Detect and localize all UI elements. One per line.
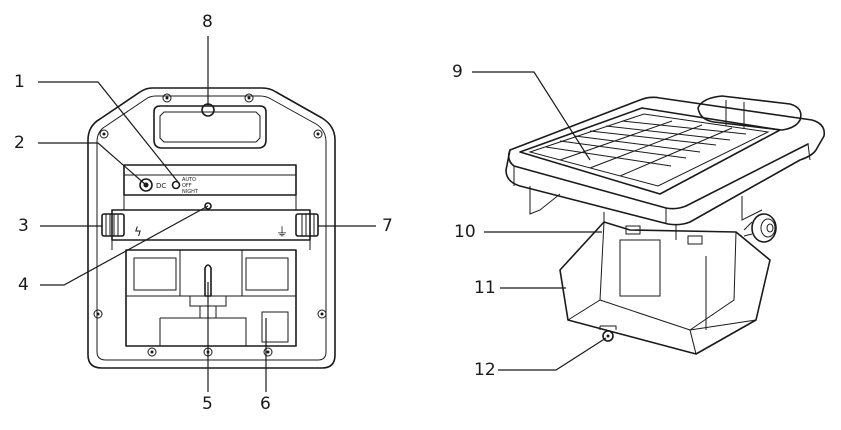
callout-11: 11 [474,278,496,298]
callout-12: 12 [474,360,496,380]
switch-night-label: NIGHT [182,189,199,195]
top-housing [505,96,826,226]
lightning-symbol-icon: ϟ [134,225,142,239]
solar-panel [519,107,781,195]
dc-socket-icon [139,178,153,192]
carry-handle [153,105,267,149]
callout-5: 5 [202,394,213,414]
switch-auto-label: AUTO [182,177,196,183]
switch-off-label: OFF [182,183,192,189]
ground-terminal-knob [295,213,319,237]
bottom-screw-icon [599,325,617,342]
callout-10: 10 [454,222,476,242]
solar-unit-view [505,95,826,355]
back-view: DC AUTO OFF NIGHT ϟ ⏚ [87,87,336,369]
callout-9: 9 [452,62,463,82]
top-handle [697,95,802,131]
fence-terminal-knob [101,213,125,237]
callout-6: 6 [260,394,271,414]
ground-symbol-icon: ⏚ [276,225,288,239]
callout-4: 4 [18,275,29,295]
mode-switch-icon [171,180,181,190]
callout-8: 8 [202,12,213,32]
battery-compartment [111,240,311,347]
mounting-bracket [529,186,771,355]
callout-1: 1 [14,72,25,92]
control-panel [123,164,297,196]
housing-outline [87,87,336,369]
callout-3: 3 [18,216,29,236]
callout-2: 2 [14,133,25,153]
leader-lines [38,36,607,392]
housing-inner [96,95,327,361]
screws [93,93,327,357]
battery-clip [204,264,212,297]
tilt-knob-icon [743,213,777,243]
dc-label: DC [156,182,166,190]
callout-7: 7 [382,216,393,236]
carry-handle-inner [159,111,261,143]
indicator-led-icon [204,202,212,210]
